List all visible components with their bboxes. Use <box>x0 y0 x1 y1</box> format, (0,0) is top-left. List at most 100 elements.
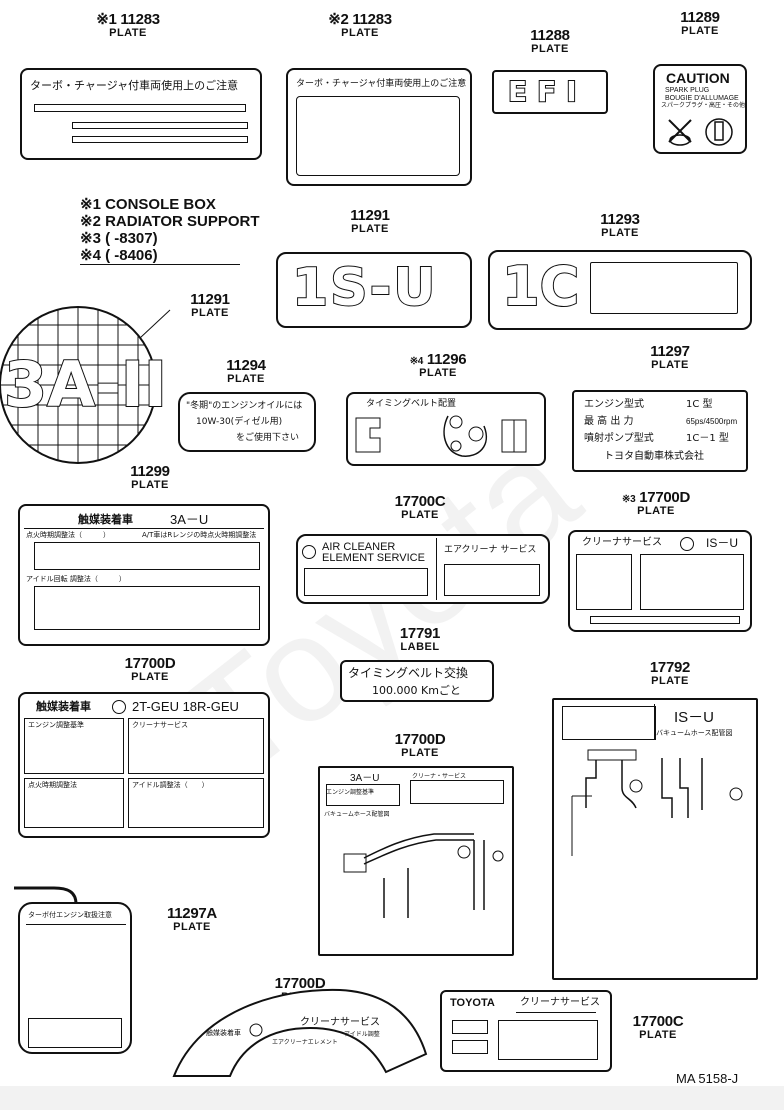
footer-band <box>0 1086 784 1110</box>
vacuum-isu-sub: バキュームホース配管図 <box>656 729 733 737</box>
vac-3au-vacuum: バキュームホース配管図 <box>324 811 390 818</box>
arc-text-1: 触媒装着車 <box>206 1029 241 1037</box>
arc-text-4: アイドル調整 <box>344 1031 380 1038</box>
plate-turbo-tag: ターボ付エンジン取扱注意 <box>18 902 132 1054</box>
emission-3au-model: 3A－U <box>170 512 209 527</box>
plate-turbo-radiator: ターボ・チャージャ付車両使用上のご注意 <box>286 68 472 186</box>
part-label-11297a: 11297A PLATE <box>167 905 217 933</box>
toyota-brand: TOYOTA <box>450 997 495 1009</box>
oil-line3: をご使用下さい <box>236 433 300 443</box>
plate-efi: EFI <box>492 70 608 114</box>
plate-3a-ii-emblem <box>0 306 171 464</box>
3a-ii-text: 3A-II <box>3 348 168 421</box>
plate-turbo-radiator-text: ターボ・チャージャ付車両使用上のご注意 <box>296 79 467 89</box>
part-label-17792: 17792 PLATE <box>649 659 691 687</box>
spec-label-engine: エンジン型式 <box>584 399 644 410</box>
timing-label-line1: タイミングベルト交換 <box>348 666 469 680</box>
note-2: ※2 RADIATOR SUPPORT <box>80 213 260 230</box>
note-4: ※4 ( -8406) <box>80 247 158 264</box>
arc-text-2: クリーナサービス <box>300 1017 380 1028</box>
caution-pictogram-icons <box>668 118 733 146</box>
vac-3au-diagram <box>343 833 504 918</box>
caution-line2: BOUGIE D'ALLUMAGE <box>665 95 739 102</box>
part-label-11283-radiator: ※2 11283 PLATE <box>328 11 392 39</box>
spec-label-pump: 噴射ポンプ型式 <box>584 433 654 444</box>
plate-emission-2t-geu: 触媒装着車 2T-GEU 18R-GEU エンジン調整基準 クリーナサービス 点… <box>18 692 270 838</box>
vac-3au-cleaner: クリーナ・サービス <box>412 773 467 780</box>
cleaner-isu-model: IS－U <box>706 536 739 550</box>
part-label-11297: 11297 PLATE <box>650 343 690 371</box>
plate-emission-3a-u: 触媒装着車 3A－U 点火時期調整法（ ） A/T車はRレンジの時点火時期調整法… <box>18 504 270 646</box>
part-label-11299: 11299 PLATE <box>130 463 170 491</box>
vacuum-hose-diagram <box>571 749 743 856</box>
emission-3au-row1b: A/T車はRレンジの時点火時期調整法 <box>142 531 257 539</box>
emission-3au-title: 触媒装着車 <box>78 513 133 526</box>
emission-2t-logo-icon <box>112 700 126 714</box>
plate-turbo-console: ターボ・チャージャ付車両使用上のご注意 <box>20 68 262 160</box>
air-cleaner-logo-icon <box>302 545 316 559</box>
caution-line3: スパークプラグ・高圧・その他 <box>661 102 746 109</box>
plate-engine-spec-1c: エンジン型式 1C 型 最 高 出 力 65ps/4500rpm 噴射ポンプ型式… <box>572 390 748 472</box>
spec-value-pump: 1C－1 型 <box>686 433 729 444</box>
air-cleaner-en1: AIR CLEANER <box>322 541 396 553</box>
emission-2t-cell3: 点火時期調整法 <box>28 781 77 789</box>
diagram-code: MA 5158-J <box>676 1071 739 1086</box>
plate-caution-spark-plug: CAUTION SPARK PLUG BOUGIE D'ALLUMAGE スパー… <box>653 64 747 154</box>
toyota-cleaner-jp: クリーナサービス <box>520 997 600 1008</box>
part-label-17700d-3au: 17700D PLATE <box>394 731 446 759</box>
air-cleaner-jp: エアクリーナ サービス <box>444 545 537 555</box>
cleaner-isu-jp: クリーナサービス <box>582 537 662 548</box>
efi-text: EFI <box>507 75 587 108</box>
part-label-11283-console: ※1 11283 PLATE <box>96 11 160 39</box>
note-1: ※1 CONSOLE BOX <box>80 196 216 213</box>
plate-timing-belt: タイミングベルト配置 <box>346 392 546 466</box>
1c-text: 1C <box>501 255 580 318</box>
emission-2t-cell4: アイドル調整法（ ） <box>132 781 209 789</box>
part-label-11293: 11293 PLATE <box>600 211 640 239</box>
plate-timing-belt-replace: タイミングベルト交換 100.000 Kmごと <box>340 660 494 702</box>
vacuum-isu-model: IS－U <box>674 709 715 726</box>
oil-line1: "冬期"のエンジンオイルには <box>186 401 303 411</box>
notes-underline <box>80 264 240 265</box>
emission-3au-row2: アイドル回転 調整法（ ） <box>26 575 126 583</box>
spec-value-engine: 1C 型 <box>686 399 713 410</box>
spec-maker: トヨタ自動車株式会社 <box>604 451 704 462</box>
turbo-tag-text: ターボ付エンジン取扱注意 <box>28 911 112 919</box>
part-label-17700d-isu: ※3 17700D PLATE <box>622 489 690 517</box>
plate-winter-oil: "冬期"のエンジンオイルには 10W-30(ディゼル用) をご使用下さい <box>178 392 316 452</box>
plate-toyota-cleaner: TOYOTA クリーナサービス <box>440 990 612 1072</box>
part-label-11291-isu: 11291 PLATE <box>350 207 390 235</box>
arc-text-3: エアクリーナエレメント <box>272 1039 338 1046</box>
plate-turbo-console-text: ターボ・チャージャ付車両使用上のご注意 <box>30 79 239 92</box>
part-label-11296: ※4 11296 PLATE <box>409 351 467 379</box>
plate-1s-u: 1S-U <box>276 252 472 328</box>
timing-label-line2: 100.000 Kmごと <box>372 684 461 697</box>
caution-title: CAUTION <box>666 70 730 86</box>
part-label-17791: 17791 LABEL <box>399 625 441 653</box>
part-label-11294: 11294 PLATE <box>226 357 266 385</box>
emission-2t-cell2: クリーナサービス <box>132 721 188 729</box>
part-label-11289: 11289 PLATE <box>680 9 720 37</box>
part-label-11288: 11288 PLATE <box>530 27 570 55</box>
spec-value-power: 65ps/4500rpm <box>686 417 738 426</box>
spec-label-power: 最 高 出 力 <box>584 416 634 427</box>
vac-3au-engine: エンジン調整基準 <box>326 789 375 796</box>
vac-3au-model: 3A－U <box>350 773 380 784</box>
emission-2t-title: 触媒装着車 <box>36 700 91 713</box>
plate-arc-cleaner <box>172 988 428 1077</box>
caution-line1: SPARK PLUG <box>665 87 710 94</box>
plate-vacuum-hose-isu: IS－U バキュームホース配管図 <box>552 698 758 980</box>
turbo-tag-hook <box>12 882 92 912</box>
plate-1c: 1C <box>488 250 752 330</box>
emission-2t-model: 2T-GEU 18R-GEU <box>132 699 239 714</box>
air-cleaner-en2: ELEMENT SERVICE <box>322 552 425 564</box>
cleaner-isu-logo-icon <box>680 537 694 551</box>
part-label-17700c-toyota: 17700C PLATE <box>632 1013 684 1041</box>
plate-air-cleaner-service: AIR CLEANER ELEMENT SERVICE エアクリーナ サービス <box>296 534 550 604</box>
oil-line2: 10W-30(ディゼル用) <box>196 417 283 427</box>
note-3: ※3 ( -8307) <box>80 230 158 247</box>
part-label-17700d-2t: 17700D PLATE <box>124 655 176 683</box>
emission-2t-cell1: エンジン調整基準 <box>28 721 84 729</box>
timing-belt-title: タイミングベルト配置 <box>366 399 457 409</box>
plate-cleaner-service-isu: クリーナサービス IS－U <box>568 530 752 632</box>
